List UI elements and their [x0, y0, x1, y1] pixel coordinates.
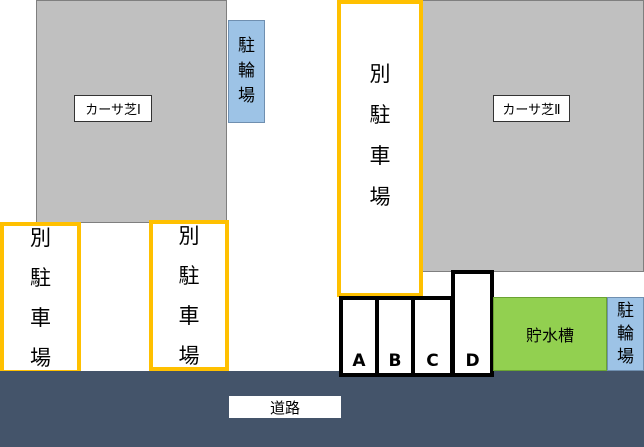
separate-lot-char: 場	[178, 343, 200, 368]
parking-slot-a: A	[339, 296, 379, 377]
parking-slot-b: B	[375, 296, 415, 377]
bike-parking-char: 場	[617, 346, 634, 367]
water-tank: 貯水槽	[493, 297, 607, 371]
separate-lot-char: 別	[30, 226, 51, 250]
bike-parking-top: 駐 輪 場	[228, 20, 265, 123]
building-casa-shiba-2	[420, 0, 644, 272]
bike-parking-char: 輪	[238, 61, 255, 81]
separate-lot-char: 場	[369, 184, 391, 209]
road-label: 道路	[229, 396, 341, 418]
bike-parking-char: 駐	[617, 300, 634, 321]
parking-slot-d: D	[451, 270, 494, 377]
separate-lot-char: 別	[178, 223, 200, 248]
separate-parking-lot-middle: 別 駐 車 場	[149, 220, 229, 371]
separate-lot-char: 別	[369, 61, 391, 86]
separate-lot-char: 駐	[369, 102, 391, 127]
bike-parking-bottom: 駐 輪 場	[607, 297, 644, 371]
building-label-casa-shiba-1: カーサ芝Ⅰ	[74, 95, 152, 122]
separate-lot-char: 車	[178, 303, 200, 328]
bike-parking-char: 場	[238, 86, 255, 106]
building-label-casa-shiba-2: カーサ芝Ⅱ	[493, 95, 570, 122]
bike-parking-char: 駐	[238, 36, 255, 56]
separate-parking-lot-left: 別 駐 車 場	[0, 222, 81, 374]
parking-slot-c: C	[411, 296, 454, 377]
separate-lot-char: 駐	[30, 266, 51, 290]
bike-parking-char: 輪	[617, 323, 634, 344]
separate-lot-char: 駐	[178, 263, 200, 288]
separate-lot-char: 車	[30, 306, 51, 330]
separate-lot-char: 車	[369, 143, 391, 168]
separate-parking-lot-center: 別 駐 車 場	[337, 0, 423, 297]
separate-lot-char: 場	[30, 346, 51, 370]
